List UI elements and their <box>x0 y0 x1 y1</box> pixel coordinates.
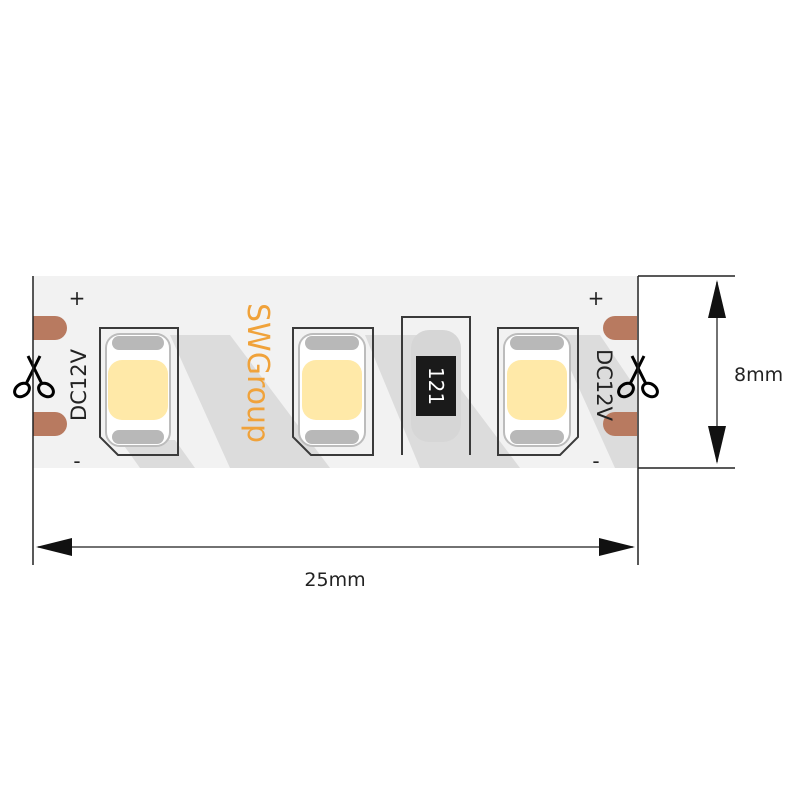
length-arrow-left <box>36 538 72 556</box>
solder-pads-left <box>33 316 67 436</box>
voltage-label-left: DC12V <box>67 348 91 421</box>
length-label: 25mm <box>304 569 365 591</box>
resistor: 121 <box>401 316 471 455</box>
voltage-label-right: DC12V <box>592 349 616 422</box>
width-arrow-bottom <box>708 426 726 464</box>
minus-label-right: - <box>592 449 599 473</box>
minus-label-left: - <box>73 449 80 473</box>
led-2 <box>292 327 374 456</box>
brand-label: SWGroup <box>240 303 275 443</box>
resistor-code: 121 <box>424 367 448 405</box>
width-label: 8mm <box>734 364 783 386</box>
led-1 <box>99 327 179 456</box>
led-3 <box>497 327 579 456</box>
plus-label-right: + <box>588 286 605 310</box>
solder-pads-right <box>603 316 637 436</box>
length-arrow-right <box>599 538 635 556</box>
plus-label-left: + <box>69 286 86 310</box>
scissors-icon <box>617 355 659 399</box>
width-arrow-top <box>708 280 726 318</box>
